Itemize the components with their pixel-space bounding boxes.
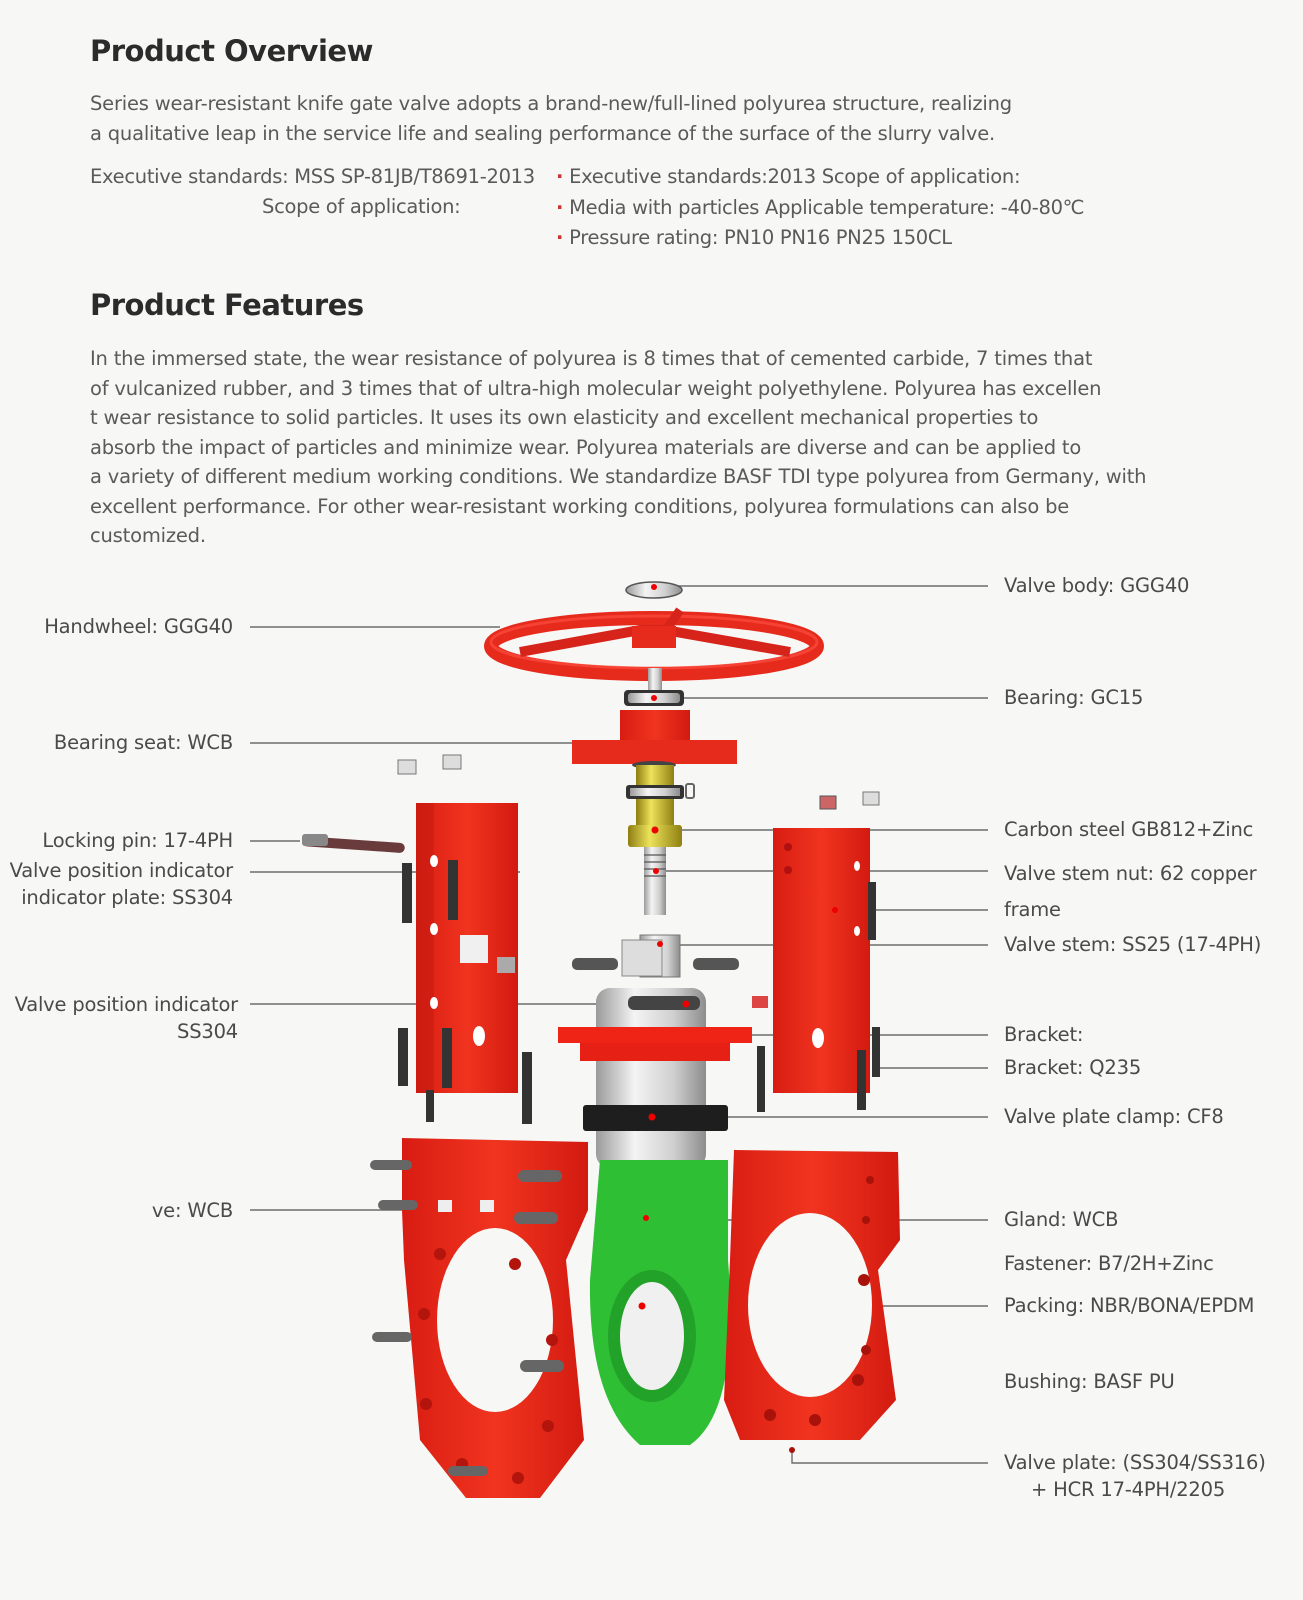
valve-body-left [370, 1138, 588, 1498]
bearing [624, 690, 684, 706]
stem-connector [572, 934, 739, 978]
overview-title: Product Overview [90, 34, 373, 68]
callout-position-indicator: Valve position indicator SS304 [14, 993, 239, 1043]
callout-bearing-seat: Bearing seat: WCB [53, 731, 233, 754]
callout-bearing: Bearing: GC15 [1004, 686, 1144, 709]
features-line: t wear resistance to solid particles. It… [90, 406, 1039, 429]
exploded-valve-diagram: Handwheel: GGG40 Bearing seat: WCB Locki… [0, 560, 1303, 1600]
valve-plate [596, 988, 706, 1168]
callout-locking-pin: Locking pin: 17-4PH [42, 829, 233, 852]
callout-plate-clamp: Valve plate clamp: CF8 [1004, 1105, 1224, 1128]
callout-valve-stem: Valve stem: SS25 (17-4PH) [1004, 933, 1262, 956]
valve-plate-clamp [583, 1105, 728, 1131]
features-title: Product Features [90, 288, 364, 322]
valve-stem-nut [626, 765, 695, 847]
scope-of-application: Scope of application: [262, 195, 461, 218]
spec-list: Executive standards:2013 Scope of applic… [556, 162, 1084, 254]
handwheel [484, 607, 824, 681]
callout-bushing: Bushing: BASF PU [1004, 1370, 1175, 1393]
spec-item: Executive standards:2013 Scope of applic… [556, 162, 1084, 193]
callout-stem-nut: Valve stem nut: 62 copper [1004, 862, 1257, 885]
spec-item: Media with particles Applicable temperat… [556, 193, 1084, 224]
callout-packing: Packing: NBR/BONA/EPDM [1004, 1294, 1255, 1317]
features-line: In the immersed state, the wear resistan… [90, 347, 1093, 370]
features-line: of vulcanized rubber, and 3 times that o… [90, 376, 1102, 400]
valve-body-right [724, 1150, 900, 1453]
callout-valve-wcb: ve: WCB [151, 1199, 233, 1222]
features-line: a variety of different medium working co… [90, 465, 1147, 488]
features-line: absorb the impact of particles and minim… [90, 435, 1082, 459]
spec-item: Pressure rating: PN10 PN16 PN25 150CL [556, 223, 1084, 254]
overview-description: Series wear-resistant knife gate valve a… [90, 89, 1012, 148]
bearing-seat [572, 710, 737, 769]
features-line: excellent performance. For other wear-re… [90, 494, 1070, 518]
gland [558, 1027, 752, 1061]
callout-frame: frame [1004, 898, 1061, 921]
bracket-left [398, 803, 532, 1124]
valve-body-nut [625, 581, 683, 599]
locking-pin [301, 834, 405, 853]
overview-line: a qualitative leap in the service life a… [90, 121, 996, 145]
callout-gland: Gland: WCB [1004, 1208, 1119, 1231]
bushing [589, 1160, 731, 1445]
callout-carbon-steel: Carbon steel GB812+Zinc [1004, 818, 1254, 841]
overview-line: Series wear-resistant knife gate valve a… [90, 92, 1012, 115]
features-description: In the immersed state, the wear resistan… [90, 344, 1147, 551]
callout-indicator-plate: Valve position indicator indicator plate… [9, 859, 234, 909]
valve-stem [644, 847, 666, 915]
callout-fastener: Fastener: B7/2H+Zinc [1004, 1252, 1214, 1275]
spec-left: Executive standards: MSS SP-81JB/T8691-2… [90, 162, 540, 222]
callout-handwheel: Handwheel: GGG40 [44, 615, 233, 638]
callout-bracket-2: Bracket: Q235 [1004, 1056, 1142, 1079]
callout-valve-body: Valve body: GGG40 [1004, 574, 1190, 597]
callout-bracket-1: Bracket: [1004, 1023, 1084, 1046]
features-line: customized. [90, 524, 206, 547]
bracket-right [752, 791, 880, 1112]
callout-valve-plate: Valve plate: (SS304/SS316) + HCR 17-4PH/… [1004, 1451, 1266, 1501]
valve-illustration [250, 581, 988, 1498]
executive-standards: Executive standards: MSS SP-81JB/T8691-2… [90, 165, 535, 188]
